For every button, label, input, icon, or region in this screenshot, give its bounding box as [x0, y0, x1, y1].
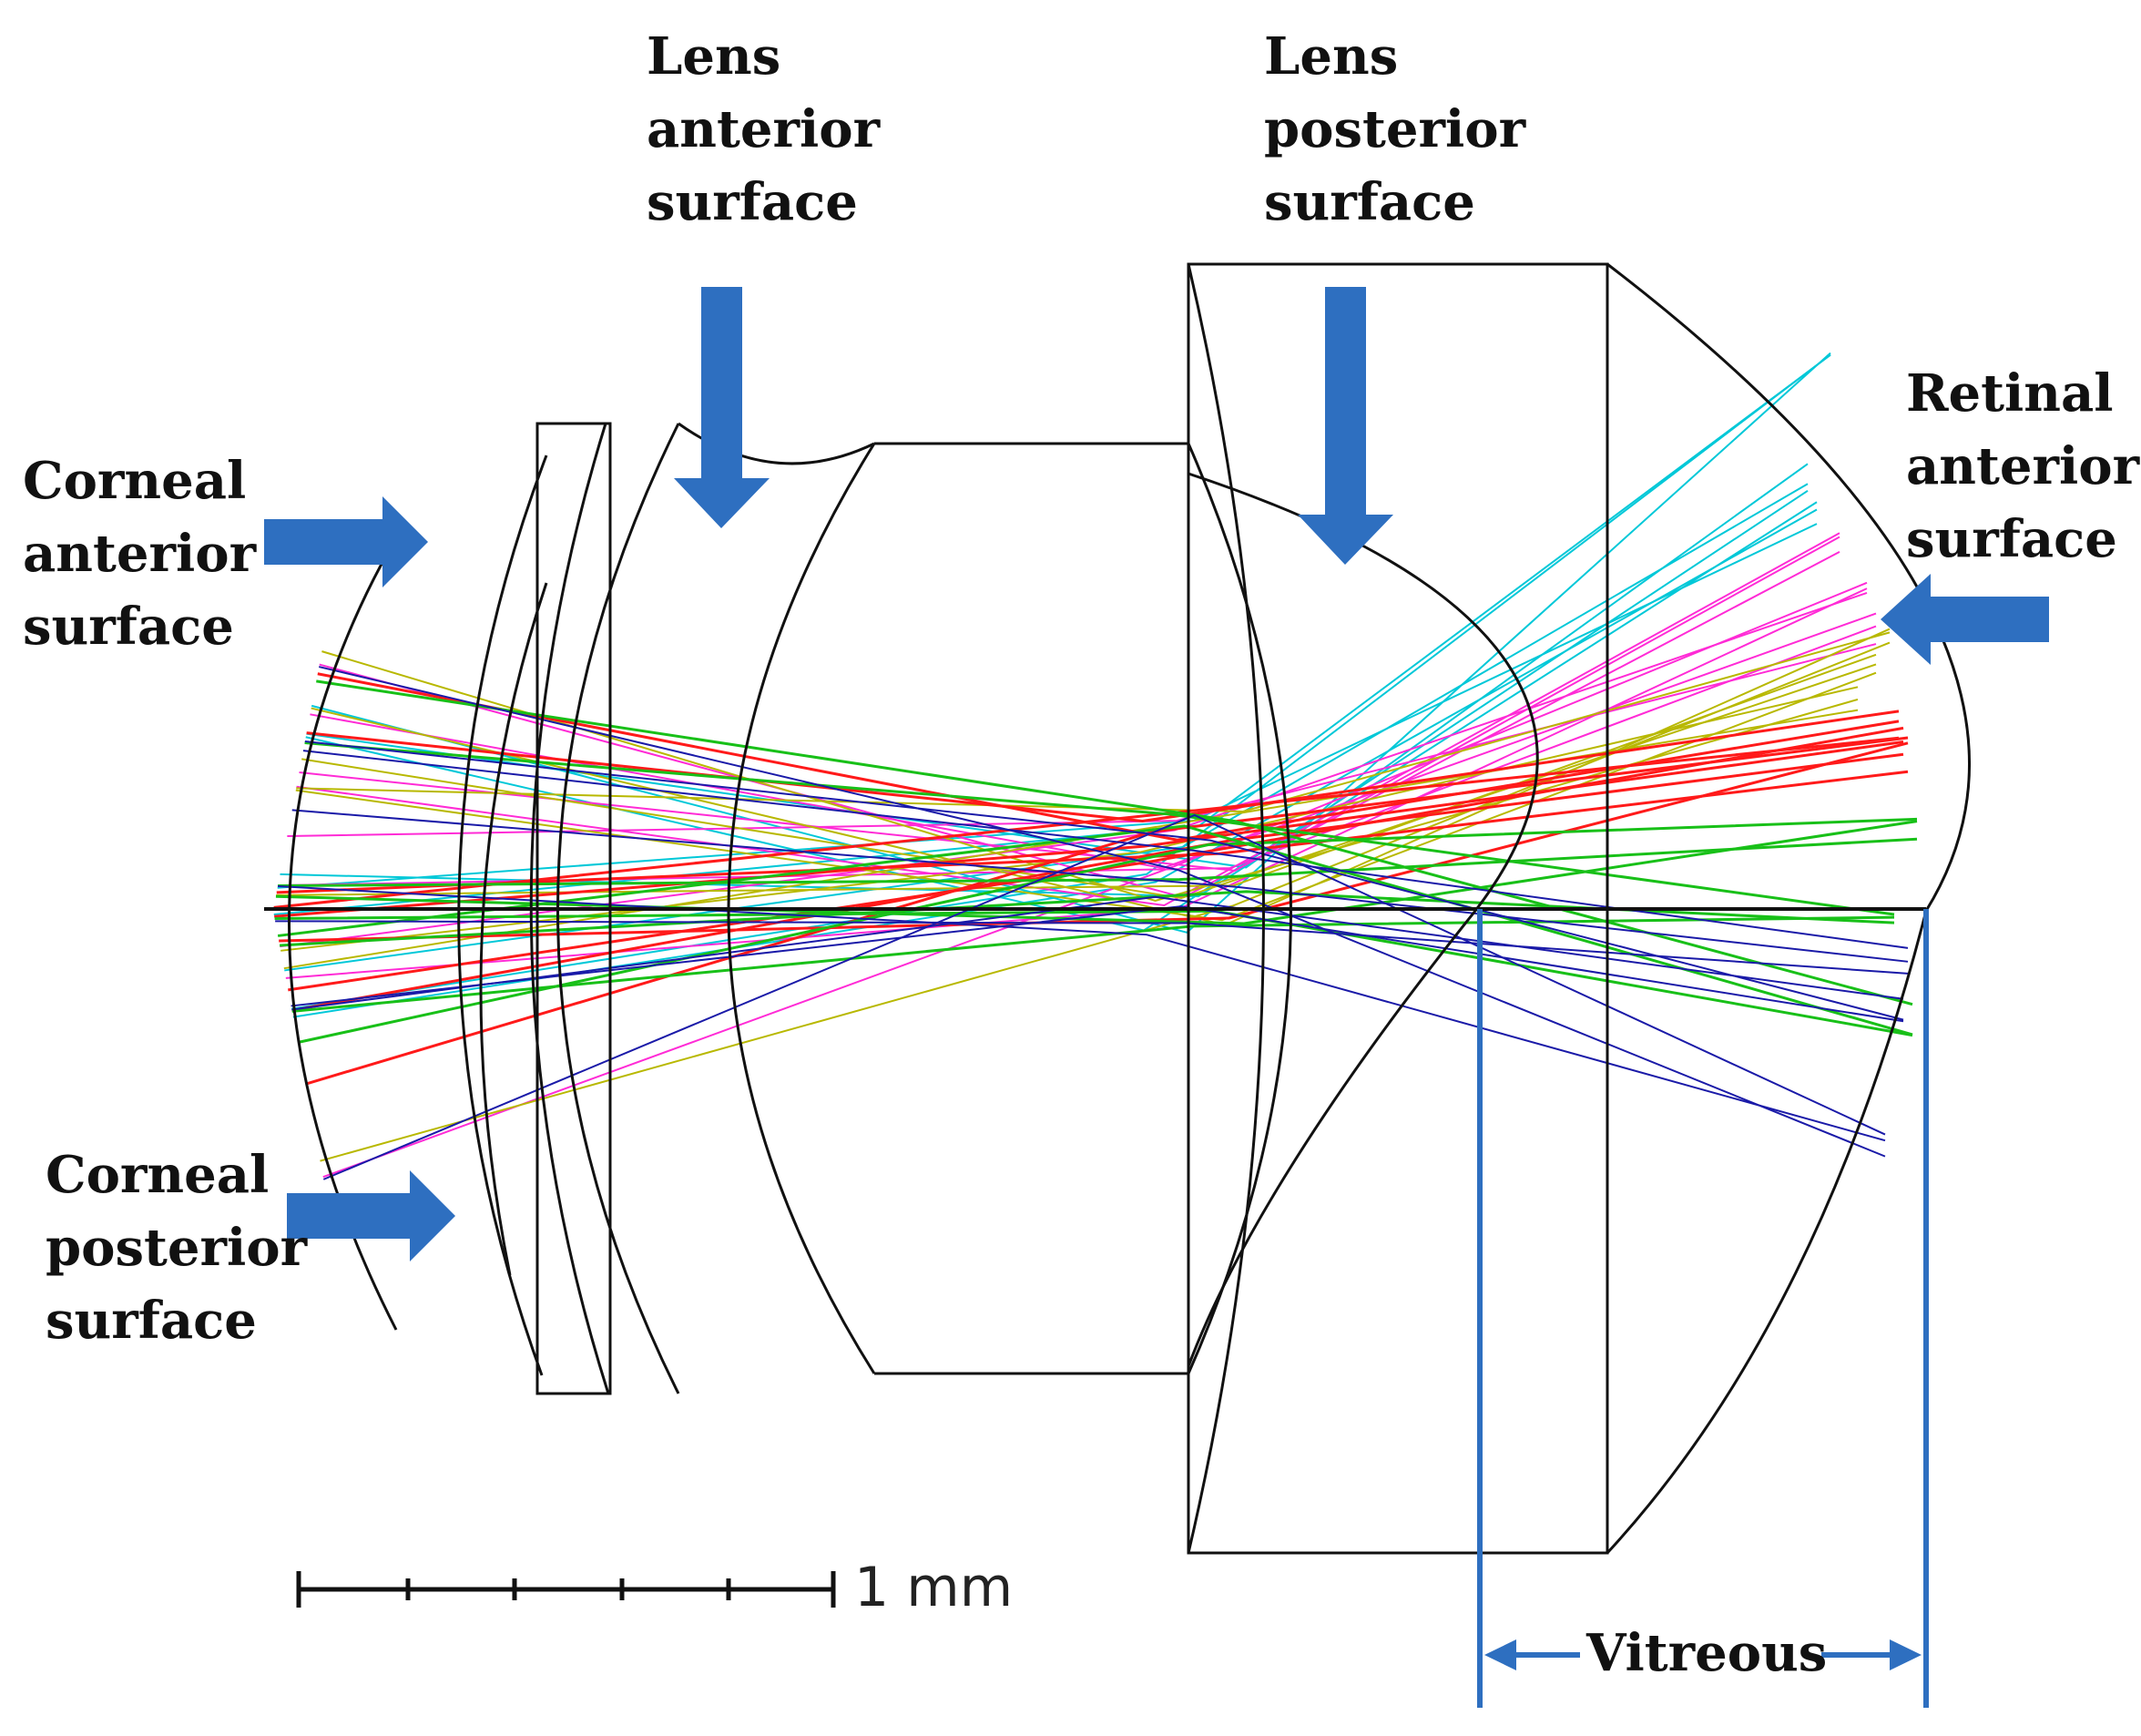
ray-trace-line [302, 750, 1909, 949]
retinal-anterior-arrow-icon [1881, 574, 2049, 665]
label-line: posterior [46, 1218, 308, 1278]
lens-posterior-arrow-icon [1298, 287, 1393, 565]
lens-anterior-arrow-icon [674, 287, 770, 528]
ray-trace-line [304, 741, 1895, 916]
vitreous-label: Vitreous [1586, 1623, 1828, 1683]
ray-trace-line [276, 653, 1877, 896]
ray-trace-line [280, 890, 1895, 947]
corneal-anterior-label: Corneal anterior surface [23, 444, 256, 663]
corneal-posterior-label: Corneal posterior surface [46, 1139, 307, 1357]
ray-trace-line [291, 353, 1831, 1010]
label-line: surface [647, 172, 858, 232]
label-line: surface [1264, 172, 1475, 232]
vitreous-dimension [1477, 909, 1929, 1708]
label-line: surface [46, 1291, 257, 1351]
ray-trace-line [280, 686, 1859, 952]
ray-trace-line [317, 672, 1900, 842]
ray-trace-line [301, 663, 1877, 900]
ray-trace-line [304, 740, 1904, 1021]
ray-trace-line [278, 837, 1918, 888]
ray-trace-line [277, 824, 1913, 1036]
ray-trace-line [283, 709, 1859, 970]
ray-trace-line [280, 501, 1818, 898]
ray-trace-line [274, 740, 1904, 918]
lens-anterior-label: Lens anterior surface [647, 20, 880, 239]
ray-trace-line [273, 736, 1900, 909]
ray-trace-line [291, 895, 1904, 1011]
label-line: anterior [1906, 436, 2140, 496]
ray-trace-line [297, 817, 1918, 1044]
ray-trace-line [306, 463, 1809, 869]
ray-trace-line [311, 352, 1831, 934]
label-line: anterior [647, 99, 881, 159]
ray-bundle [273, 352, 1918, 1180]
ray-trace-line [319, 666, 1886, 1158]
ray-trace-line [279, 741, 1909, 943]
ray-trace-line [296, 631, 1891, 812]
ray-trace-line [306, 710, 1900, 822]
ray-trace-line [291, 915, 1895, 1013]
ray-trace-line [275, 920, 1909, 975]
ray-trace-line [291, 809, 1909, 963]
label-line: Retinal [1906, 363, 2114, 424]
ray-trace-line [295, 671, 1877, 922]
label-line: anterior [23, 524, 257, 584]
ray-trace-line [275, 820, 1918, 925]
label-line: Lens [1264, 26, 1399, 87]
label-line: surface [1906, 509, 2117, 569]
vitreous-front-curve [1187, 472, 1539, 1367]
vitreous-arrowhead-left-icon [1484, 1639, 1516, 1670]
retinal-anterior-label: Retinal anterior surface [1906, 357, 2139, 576]
ray-trace-line [322, 813, 1886, 1180]
ray-trace-line [278, 884, 1886, 1142]
corneal-posterior-arrow-icon [287, 1170, 455, 1261]
ray-trace-line [316, 679, 1913, 1006]
lens-posterior-label: Lens posterior surface [1264, 20, 1525, 239]
corneal-posterior-surface-curve [457, 454, 548, 1376]
corneal-anterior-arrow-icon [264, 496, 428, 587]
label-line: Corneal [46, 1145, 270, 1205]
label-line: Corneal [23, 451, 247, 511]
label-line: posterior [1264, 99, 1526, 159]
scale-bar [296, 1571, 836, 1608]
ray-trace-line [322, 581, 1868, 1179]
label-line: Lens [647, 26, 781, 87]
vitreous-arrowhead-right-icon [1890, 1639, 1922, 1670]
scale-bar-label: 1 mm [854, 1556, 1014, 1619]
ray-trace-line [296, 532, 1840, 907]
label-line: surface [23, 597, 234, 657]
cornea-inner-curve-3 [479, 582, 548, 1276]
ray-trace-line [291, 905, 1904, 1023]
pointer-arrows [264, 287, 2049, 1261]
